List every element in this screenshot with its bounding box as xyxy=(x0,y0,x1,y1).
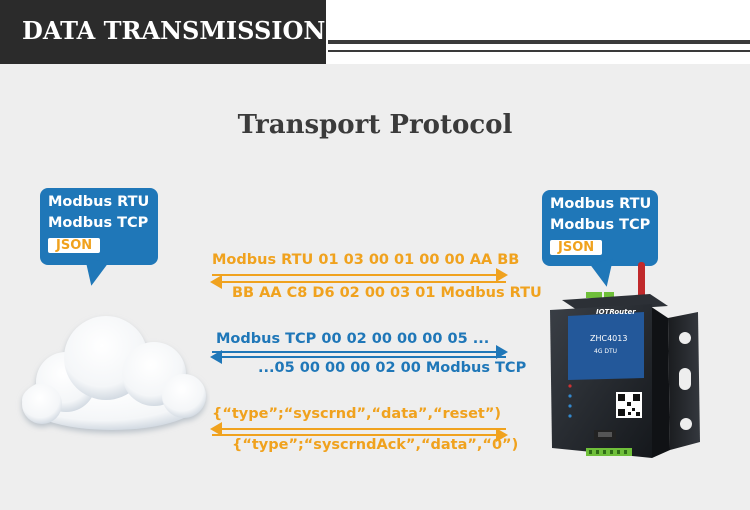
arrow-to-cloud xyxy=(210,275,506,289)
arrow-head-icon xyxy=(210,350,222,364)
header-title: DATA TRANSMISSION xyxy=(22,16,326,45)
bubble-line-modbus-rtu: Modbus RTU xyxy=(48,194,150,210)
cloud-protocol-bubble: Modbus RTU Modbus TCP JSON xyxy=(40,188,158,289)
bubble-line-modbus-tcp: Modbus TCP xyxy=(550,217,651,233)
header-tab: DATA TRANSMISSION xyxy=(0,0,326,64)
arrow-to-cloud xyxy=(210,422,506,436)
message-tcp-response: ...05 00 00 00 02 00 Modbus TCP xyxy=(258,360,527,376)
arrow-to-device xyxy=(212,345,508,359)
arrow-to-cloud xyxy=(210,350,506,364)
arrow-head-icon xyxy=(210,422,222,436)
arrow-head-icon xyxy=(496,428,508,442)
section-title: Transport Protocol xyxy=(237,110,513,140)
bubble-json-tag: JSON xyxy=(48,238,101,253)
arrow-to-device xyxy=(212,428,508,442)
message-rtu-response: BB AA C8 D6 02 00 03 01 Modbus RTU xyxy=(232,285,542,301)
header-bar: DATA TRANSMISSION xyxy=(0,0,750,64)
bubble-line-modbus-tcp: Modbus TCP xyxy=(48,215,149,231)
message-tcp-request: Modbus TCP 00 02 00 00 00 05 ... xyxy=(216,331,490,347)
header-divider xyxy=(328,40,750,44)
device-model: ZHC4013 xyxy=(590,334,628,343)
cloud-icon xyxy=(22,316,206,430)
bubble-tail xyxy=(79,257,109,289)
arrow-to-device xyxy=(212,268,508,282)
message-json-reset: {“type”;“syscrnd”,“data”,“reset”) xyxy=(212,406,502,422)
device-brand-logo: IOTRouter xyxy=(596,308,636,316)
message-json-ack: {“type”;“syscrndAck”,“data”,“0”) xyxy=(232,437,519,453)
bubble-line-modbus-rtu: Modbus RTU xyxy=(550,196,652,212)
arrow-head-icon xyxy=(210,275,222,289)
arrow-head-icon xyxy=(496,345,508,359)
device-subtitle: 4G DTU xyxy=(594,348,618,355)
device-protocol-bubble: Modbus RTU Modbus TCP JSON xyxy=(542,190,658,290)
dtu-device-icon xyxy=(550,262,700,458)
message-rtu-request: Modbus RTU 01 03 00 01 00 00 AA BB xyxy=(212,252,520,268)
header-divider-thin xyxy=(328,50,750,52)
arrow-head-icon xyxy=(496,268,508,282)
bubble-json-tag: JSON xyxy=(550,240,603,255)
